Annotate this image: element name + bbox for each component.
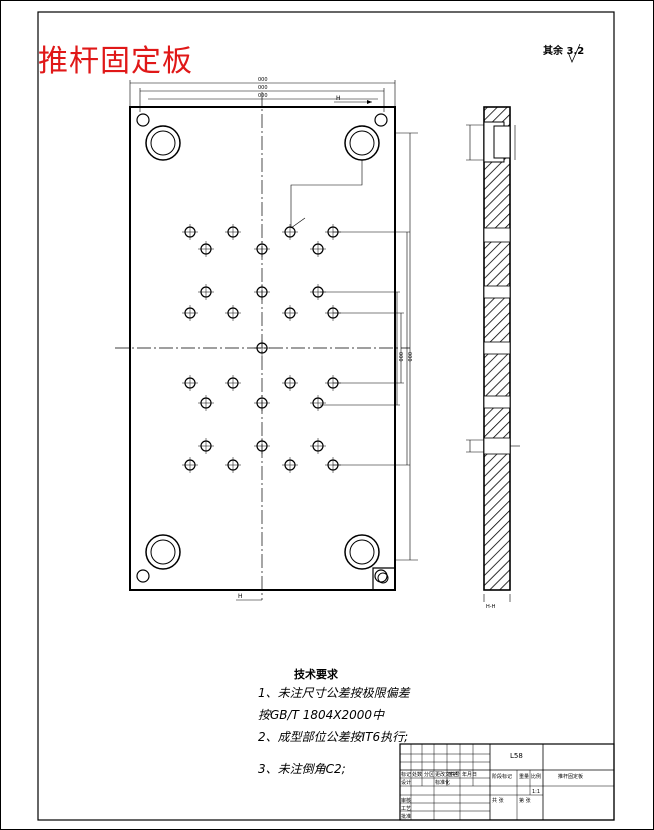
- tb-label: 处数: [412, 772, 423, 778]
- roughness-note: 其余 3.2: [543, 46, 585, 57]
- tb-label: 第 张: [519, 798, 531, 804]
- tb-label: 审核: [401, 798, 412, 804]
- tb-label: 标准化: [435, 780, 451, 786]
- tech-line-3: 2、成型部位公差按IT6执行;: [258, 730, 409, 744]
- tech-line-1: 1、未注尺寸公差按极限偏差: [258, 686, 410, 700]
- ejector-pin-holes: [182, 224, 341, 473]
- tb-label: 重量: [519, 774, 530, 780]
- title-block-name: 推杆固定板: [558, 774, 584, 780]
- tb-label: 分区: [424, 772, 435, 778]
- svg-text:H: H: [336, 95, 341, 102]
- tb-label: 年月日: [462, 772, 478, 778]
- svg-text:000: 000: [258, 85, 268, 91]
- tb-label: 阶段标记: [492, 774, 513, 780]
- roughness-symbol: [567, 43, 581, 64]
- tb-label: 签名: [448, 772, 459, 778]
- svg-text:000: 000: [258, 77, 268, 83]
- title-block-scale: 1:1: [532, 789, 541, 795]
- guide-hole-br: [344, 534, 380, 570]
- inner-border: [37, 11, 615, 821]
- tech-requirements-heading: 技术要求: [294, 668, 338, 681]
- tb-label: 比例: [531, 774, 542, 780]
- plate-outline: [129, 106, 396, 591]
- guide-hole-bl: [145, 534, 181, 570]
- svg-text:000: 000: [258, 93, 268, 99]
- svg-text:000: 000: [406, 352, 412, 362]
- section-view: H-H: [466, 106, 520, 610]
- tech-line-2: 按GB/T 1804X2000中: [258, 708, 385, 722]
- tb-label: 更改文件号: [435, 772, 461, 778]
- tech-line-4: 3、未注倒角C2;: [258, 762, 346, 776]
- tb-label: 工艺: [401, 806, 412, 812]
- tb-label: 批准: [401, 814, 412, 820]
- title-block: [399, 743, 615, 821]
- svg-text:H-H: H-H: [486, 604, 496, 610]
- tb-label: 标记: [401, 772, 412, 778]
- tb-label: 设计: [401, 780, 412, 786]
- title-block-material: L58: [510, 752, 523, 760]
- svg-text:H: H: [238, 593, 243, 600]
- drawing-title: 推杆固定板: [38, 44, 193, 79]
- front-view: 000 000 000 H: [115, 77, 418, 601]
- guide-hole-tl: [145, 125, 181, 161]
- tb-label: 共 张: [492, 798, 504, 804]
- svg-text:000: 000: [397, 352, 403, 362]
